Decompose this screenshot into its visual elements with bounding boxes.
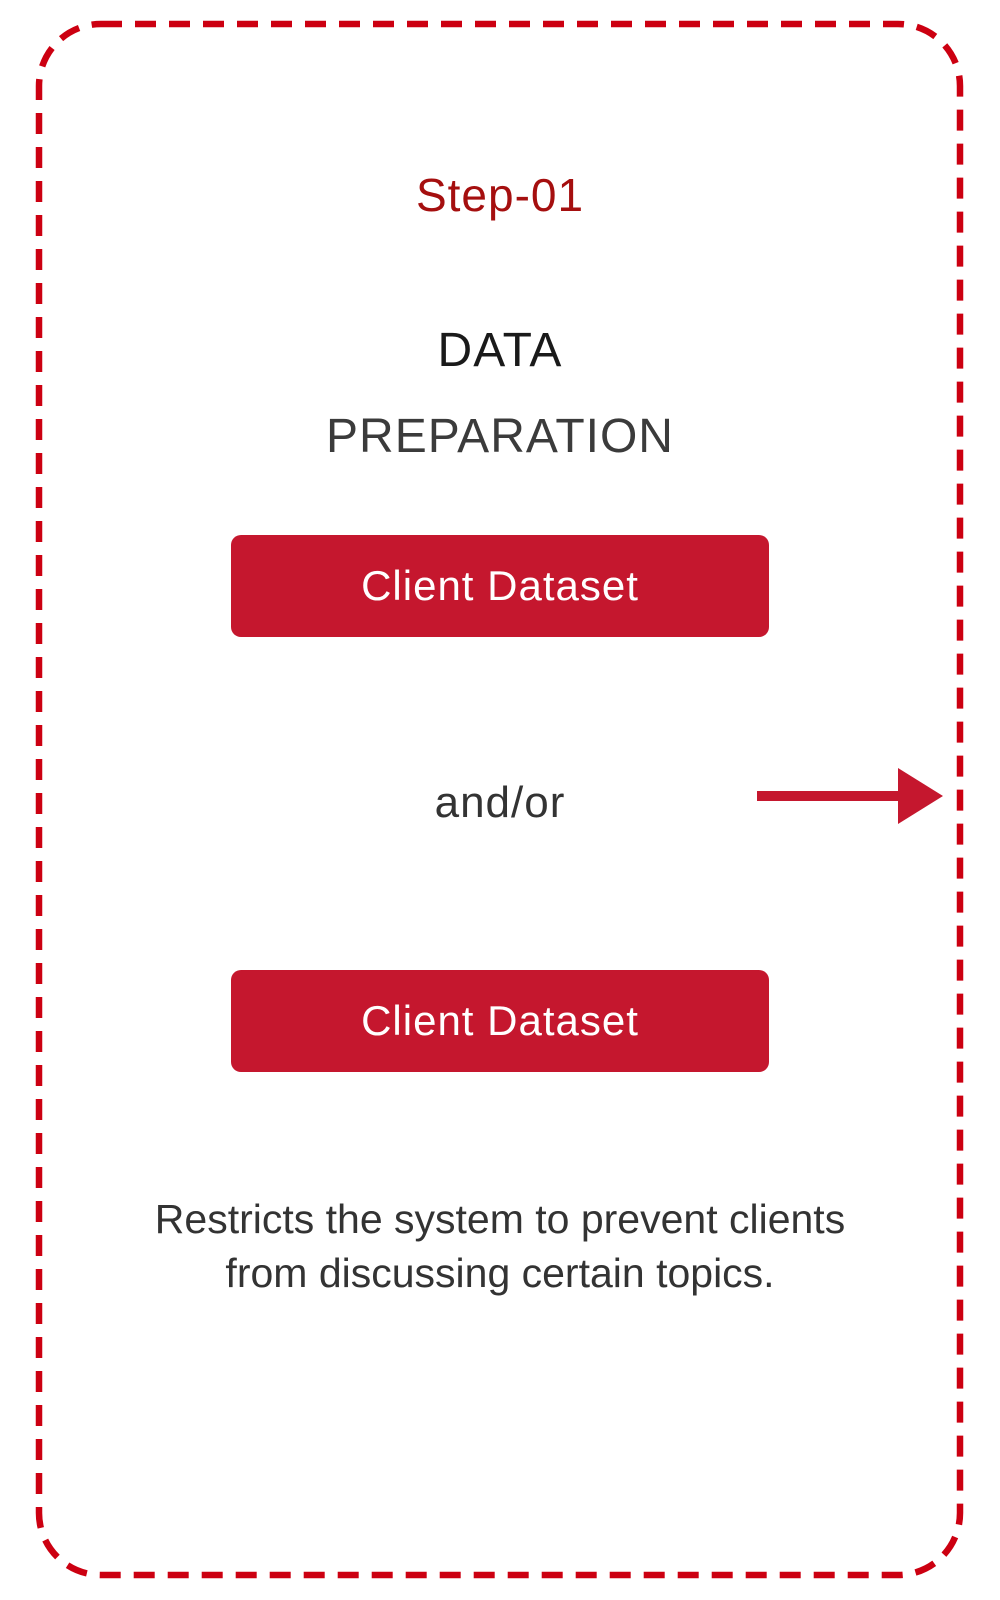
- client-dataset-button-bottom[interactable]: Client Dataset: [231, 970, 769, 1072]
- description-line-2: from discussing certain topics.: [225, 1250, 775, 1296]
- description-line-1: Restricts the system to prevent clients: [154, 1196, 846, 1242]
- title-line-2: PREPARATION: [326, 410, 674, 463]
- right-arrow-head: [898, 768, 943, 824]
- client-dataset-button-top[interactable]: Client Dataset: [231, 535, 769, 637]
- and-or-label: and/or: [434, 778, 566, 827]
- title-line-1: DATA: [437, 324, 563, 377]
- right-arrow-icon: [757, 768, 943, 824]
- step-label: Step-01: [415, 169, 585, 221]
- description-text: Restricts the system to prevent clients …: [0, 1192, 1000, 1300]
